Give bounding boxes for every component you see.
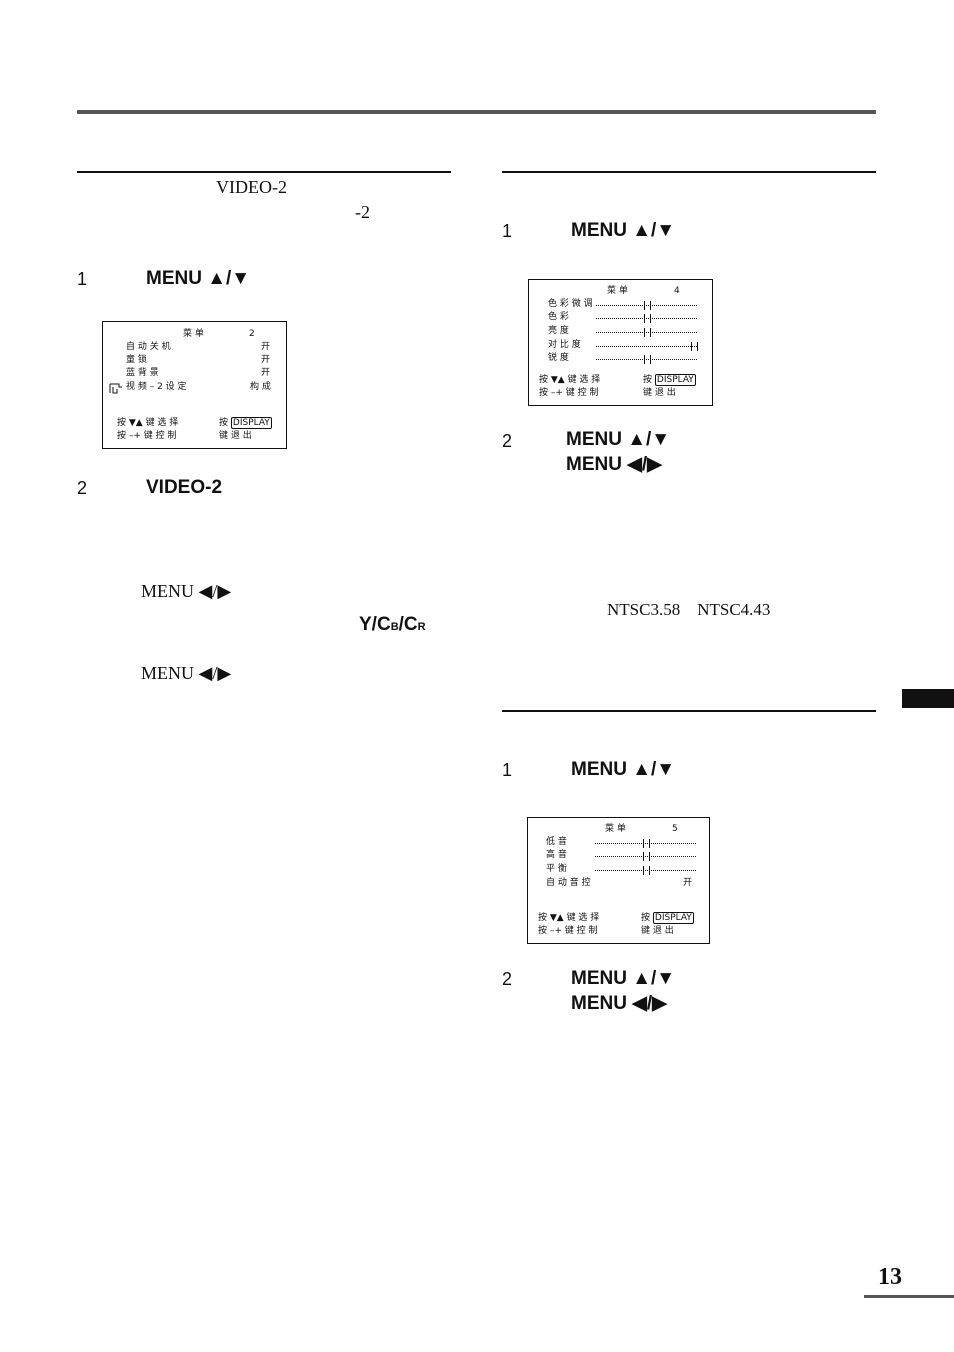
osd5-auto-value: 开 xyxy=(683,878,693,888)
right-bottom-step1-number: 1 xyxy=(502,760,513,780)
left-step2-number: 2 xyxy=(77,478,88,498)
osd2-row-value: 开 xyxy=(261,355,271,365)
display-key-icon: DISPLAY xyxy=(230,417,272,429)
slider-knob xyxy=(644,301,651,310)
osd-menu-4: 菜 单 4 色 彩 微 调 色 彩 亮 度 对 比 度 锐 度 按 ▼▲ 键 选… xyxy=(528,279,713,406)
intro-minus2-text: -2 xyxy=(355,202,370,222)
display-key-icon: DISPLAY xyxy=(652,912,694,924)
osd2-row-label-selected: 视 频 – 2 设 定 xyxy=(126,382,187,392)
slider-knob xyxy=(644,314,651,323)
osd4-slider xyxy=(596,355,697,364)
ycbcr-b: B xyxy=(390,621,399,633)
osd4-page: 4 xyxy=(674,286,680,296)
osd2-row-value: 开 xyxy=(261,342,271,352)
display-key-icon: DISPLAY xyxy=(654,374,696,386)
left-step1-number: 1 xyxy=(77,269,88,289)
osd2-row-value: 构 成 xyxy=(250,382,271,392)
osd5-footer-press: 按 xyxy=(641,913,651,923)
osd2-footer-exit: 按 DISPLAY xyxy=(219,417,272,430)
osd5-row-label: 低 音 xyxy=(546,837,567,847)
osd2-footer-exit-label: 键 退 出 xyxy=(219,431,252,441)
osd4-slider xyxy=(596,301,697,310)
osd4-footer-select: 按 ▼▲ 键 选 择 xyxy=(539,375,601,385)
osd5-footer-exit-label: 键 退 出 xyxy=(641,926,674,936)
page-number: 13 xyxy=(878,1264,902,1290)
right-top-step2-key-b: MENU ◀/▶ xyxy=(566,454,662,475)
osd2-footer-control: 按 –+ 键 控 制 xyxy=(117,431,177,441)
osd2-row-label: 自 动 关 机 xyxy=(126,342,171,352)
page-number-rule xyxy=(864,1295,954,1298)
osd2-row-label: 蓝 背 景 xyxy=(126,368,159,378)
right-top-step2-key-a: MENU ▲/▼ xyxy=(566,429,671,450)
right-bottom-step2-key-b: MENU ◀/▶ xyxy=(571,993,667,1014)
osd2-footer-select: 按 ▼▲ 键 选 择 xyxy=(117,418,179,428)
right-top-step1-key: MENU ▲/▼ xyxy=(571,220,676,241)
osd-menu-2: 菜 单 2 自 动 关 机 开 童 锁 开 蓝 背 景 开 视 频 – 2 设 … xyxy=(102,321,287,449)
osd2-row-label: 童 锁 xyxy=(126,355,147,365)
ycbcr-label: Y/CB/CR xyxy=(359,614,426,636)
osd4-footer-exit-label: 键 退 出 xyxy=(643,388,676,398)
osd5-footer-exit: 按 DISPLAY xyxy=(641,912,694,925)
osd4-title: 菜 单 xyxy=(607,286,628,296)
pointing-hand-icon xyxy=(109,383,122,394)
left-menu-lr-2: MENU ◀/▶ xyxy=(141,663,232,683)
slider-knob xyxy=(643,839,650,848)
right-top-step1-number: 1 xyxy=(502,221,513,241)
osd5-row-label: 高 音 xyxy=(546,850,567,860)
right-bottom-step2-key-a: MENU ▲/▼ xyxy=(571,968,676,989)
osd4-row-label: 色 彩 xyxy=(548,312,569,322)
slider-knob xyxy=(644,328,651,337)
intro-video2-text: VIDEO-2 xyxy=(216,177,287,197)
osd2-page: 2 xyxy=(249,329,255,339)
osd2-footer-press: 按 xyxy=(219,418,229,428)
osd-menu-5: 菜 单 5 低 音 高 音 平 衡 自 动 音 控 开 按 ▼▲ 键 选 择 按… xyxy=(527,817,710,944)
osd4-row-label: 色 彩 微 调 xyxy=(548,299,593,309)
right-bottom-section-rule xyxy=(502,710,876,712)
osd5-slider xyxy=(595,852,696,861)
osd5-footer-control: 按 –+ 键 控 制 xyxy=(538,926,598,936)
slider-knob xyxy=(691,342,698,351)
osd4-footer-exit: 按 DISPLAY xyxy=(643,374,696,387)
left-menu-lr-1: MENU ◀/▶ xyxy=(141,581,232,601)
left-step1-key: MENU ▲/▼ xyxy=(146,268,251,289)
slider-knob xyxy=(643,852,650,861)
right-top-step2-number: 2 xyxy=(502,431,513,451)
ycbcr-r: R xyxy=(417,621,426,633)
left-section-rule xyxy=(77,171,451,173)
osd4-footer-control: 按 –+ 键 控 制 xyxy=(539,388,599,398)
osd4-slider xyxy=(596,342,698,351)
osd4-row-label: 对 比 度 xyxy=(548,340,581,350)
osd5-page: 5 xyxy=(672,824,678,834)
ntsc-text: NTSC3.58 NTSC4.43 xyxy=(607,600,771,619)
osd4-footer-press: 按 xyxy=(643,375,653,385)
osd5-auto-label: 自 动 音 控 xyxy=(546,878,591,888)
osd4-row-label: 亮 度 xyxy=(548,326,569,336)
slider-knob xyxy=(644,355,651,364)
osd4-slider xyxy=(596,328,697,337)
osd5-footer-select: 按 ▼▲ 键 选 择 xyxy=(538,913,600,923)
osd5-slider xyxy=(595,866,696,875)
right-bottom-step1-key: MENU ▲/▼ xyxy=(571,759,676,780)
ycbcr-y: Y/C xyxy=(359,614,391,635)
osd2-row-value: 开 xyxy=(261,368,271,378)
left-step2-key: VIDEO-2 xyxy=(146,477,223,498)
right-bottom-step2-number: 2 xyxy=(502,969,513,989)
osd4-row-label: 锐 度 xyxy=(548,353,569,363)
top-rule xyxy=(77,110,876,114)
osd5-row-label: 平 衡 xyxy=(546,864,567,874)
osd2-title: 菜 单 xyxy=(183,329,204,339)
right-top-section-rule xyxy=(502,171,876,173)
slider-knob xyxy=(643,866,650,875)
ycbcr-sep: /C xyxy=(398,614,418,635)
language-tab-marker xyxy=(902,689,954,708)
osd4-slider xyxy=(596,314,697,323)
osd5-slider xyxy=(595,839,696,848)
osd5-title: 菜 单 xyxy=(605,824,626,834)
